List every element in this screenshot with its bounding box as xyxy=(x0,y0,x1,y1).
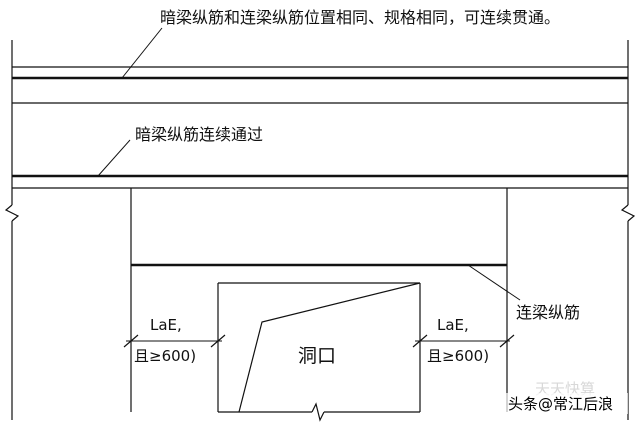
leader-lines xyxy=(97,27,521,301)
right-anchor-dimension xyxy=(412,334,515,348)
left-dim-line2: 且≥600) xyxy=(134,347,196,365)
left-anchor-dimension xyxy=(123,334,226,348)
watermark: 天天快算 头条@常江后浪 xyxy=(504,380,628,414)
coupling-beam-frame xyxy=(130,188,508,412)
top-note: 暗梁纵筋和连梁纵筋位置相同、规格相同，可连续贯通。 xyxy=(160,8,560,27)
right-dim-line2: 且≥600) xyxy=(427,347,489,365)
beam-band-lines xyxy=(12,66,628,189)
coupling-beam-rebar-label: 连梁纵筋 xyxy=(516,303,580,322)
right-dim-line1: LaE, xyxy=(437,316,469,334)
mid-note: 暗梁纵筋连续通过 xyxy=(135,125,263,144)
watermark-backdrop xyxy=(504,393,628,414)
left-dim-line1: LaE, xyxy=(150,316,182,334)
opening-label: 洞口 xyxy=(298,345,336,367)
watermark-text: 头条@常江后浪 xyxy=(508,395,613,413)
opening-outline xyxy=(217,282,421,422)
